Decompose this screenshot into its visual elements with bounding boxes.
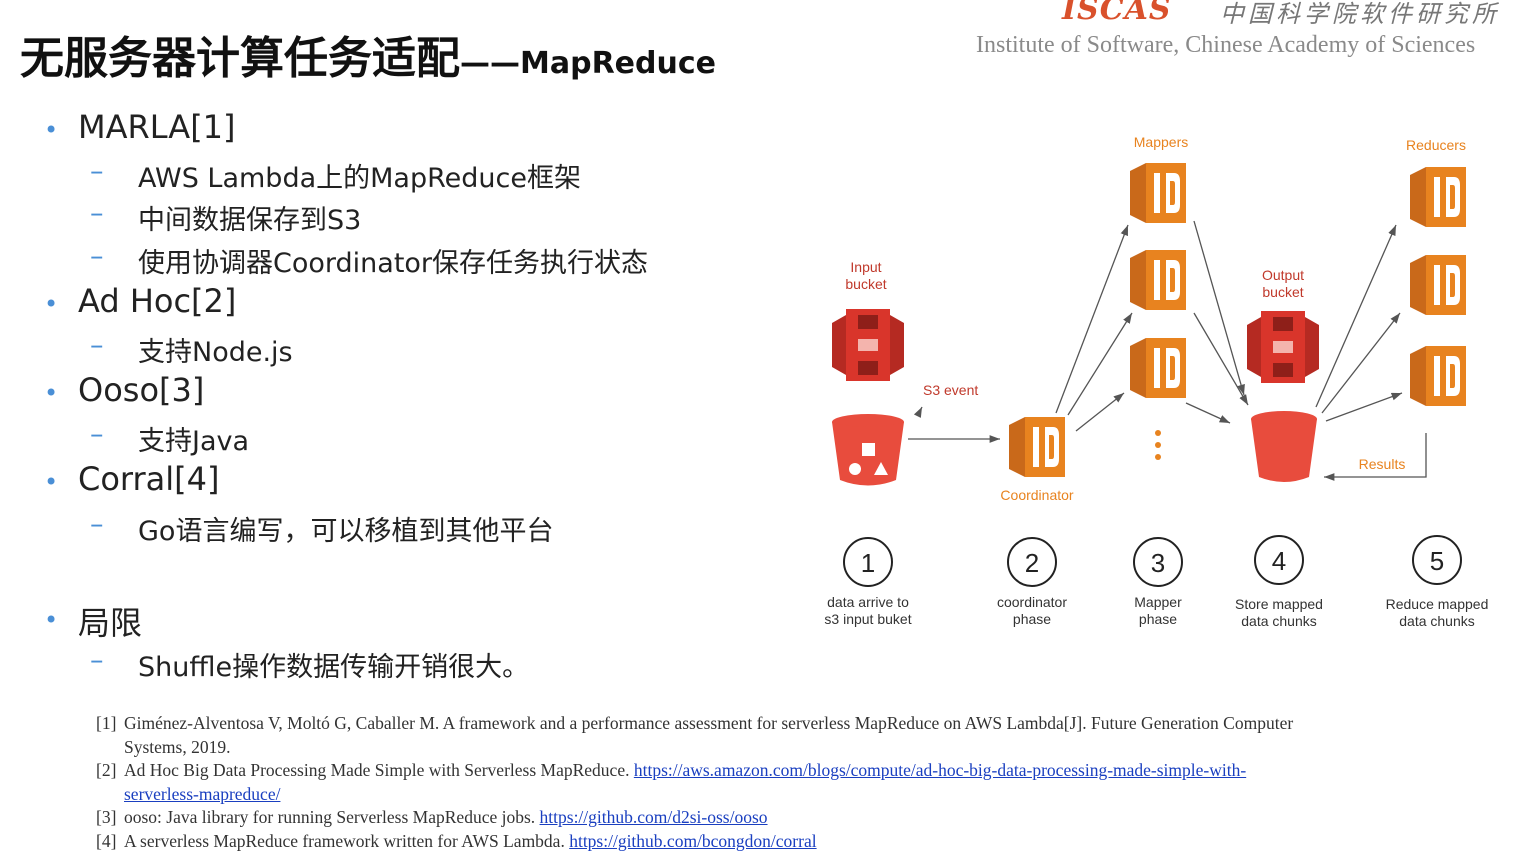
iscas-logo: ISCAS xyxy=(1062,0,1172,27)
input-bucket-label-2: bucket xyxy=(845,276,886,292)
step-number: 3 xyxy=(1151,548,1165,578)
output-bucket-label-2: bucket xyxy=(1262,284,1303,300)
ellipsis-dot xyxy=(1155,454,1161,460)
output-bucket-icon xyxy=(1251,411,1317,482)
reference-number: [4] xyxy=(96,830,116,853)
ellipsis-dot xyxy=(1155,430,1161,436)
mapper-lambda-icon xyxy=(1130,250,1186,310)
step-caption-1: Store mapped xyxy=(1235,596,1323,612)
bullet-text: 局限 xyxy=(78,598,142,644)
mappers-label: Mappers xyxy=(1134,134,1188,150)
sub-text: 支持Java xyxy=(138,419,249,458)
reference-4: [4] A serverless MapReduce framework wri… xyxy=(96,830,1296,853)
reference-link[interactable]: https://github.com/bcongdon/corral xyxy=(569,831,816,851)
step-caption-2: phase xyxy=(1013,611,1051,627)
sub-text: AWS Lambda上的MapReduce框架 xyxy=(138,156,581,195)
title-main: 无服务器计算任务适配 xyxy=(20,33,460,84)
results-label: Results xyxy=(1359,456,1406,472)
bullet-text: MARLA[1] xyxy=(78,108,236,146)
sub-text: Shuffle操作数据传输开销很大。 xyxy=(138,645,529,684)
mapreduce-diagram: Mappers Reducers Input bucket Output buc… xyxy=(810,125,1510,645)
step-5: 5 Reduce mapped data chunks xyxy=(1386,536,1489,629)
sub-dash: – xyxy=(90,645,104,676)
title-sub: ——MapReduce xyxy=(460,46,716,81)
step-caption-1: Reduce mapped xyxy=(1386,596,1489,612)
bullet-text: Corral[4] xyxy=(78,460,220,498)
reference-number: [2] xyxy=(96,759,116,783)
sub-dash: – xyxy=(90,241,104,272)
step-caption-2: data chunks xyxy=(1399,613,1475,629)
step-number: 2 xyxy=(1025,548,1039,578)
step-3: 3 Mapper phase xyxy=(1134,538,1182,627)
sub-dash: – xyxy=(90,419,104,450)
reducer-lambda-icon xyxy=(1410,167,1466,227)
reference-text: A serverless MapReduce framework written… xyxy=(124,831,569,851)
output-bucket-label-1: Output xyxy=(1262,267,1304,283)
step-caption-2: phase xyxy=(1139,611,1177,627)
step-caption-1: Mapper xyxy=(1134,594,1182,610)
sub-dash: – xyxy=(90,156,104,187)
coordinator-lambda-icon xyxy=(1009,417,1065,477)
reducer-lambda-icon xyxy=(1410,346,1466,406)
mapper-lambda-icon xyxy=(1130,163,1186,223)
sub-text: 支持Node.js xyxy=(138,330,293,369)
reference-2: [2] Ad Hoc Big Data Processing Made Simp… xyxy=(96,759,1296,806)
sub-dash: – xyxy=(90,330,104,361)
step-number: 1 xyxy=(861,548,875,578)
sub-text: Go语言编写，可以移植到其他平台 xyxy=(138,509,553,548)
reference-1: [1] Giménez-Alventosa V, Moltó G, Caball… xyxy=(96,712,1296,759)
step-number: 4 xyxy=(1272,546,1286,576)
step-caption-2: data chunks xyxy=(1241,613,1317,629)
reference-text: ooso: Java library for running Serverles… xyxy=(124,807,540,827)
bullet-text: Ooso[3] xyxy=(78,371,204,409)
step-caption-1: coordinator xyxy=(997,594,1067,610)
step-2: 2 coordinator phase xyxy=(997,538,1067,627)
input-bucket-icon xyxy=(832,414,904,486)
reference-text: Giménez-Alventosa V, Moltó G, Caballer M… xyxy=(124,713,1293,757)
page-title: 无服务器计算任务适配——MapReduce xyxy=(20,22,716,86)
step-number: 5 xyxy=(1430,546,1444,576)
bullet-text: Ad Hoc[2] xyxy=(78,282,236,320)
step-1: 1 data arrive to s3 input buket xyxy=(824,538,911,627)
bullet-dot: • xyxy=(44,606,58,634)
reducers-label: Reducers xyxy=(1406,137,1466,153)
bullet-dot: • xyxy=(44,379,58,407)
bullet-dot: • xyxy=(44,290,58,318)
logo-chinese-name: 中国科学院软件研究所 xyxy=(1220,0,1500,29)
input-bucket-label-1: Input xyxy=(850,259,881,275)
reference-3: [3] ooso: Java library for running Serve… xyxy=(96,806,1296,830)
step-caption-1: data arrive to xyxy=(827,594,909,610)
sub-dash: – xyxy=(90,198,104,229)
s3-output-icon xyxy=(1247,311,1319,383)
bullet-dot: • xyxy=(44,468,58,496)
reference-number: [1] xyxy=(96,712,116,736)
institute-name: Institute of Software, Chinese Academy o… xyxy=(976,32,1475,59)
reference-number: [3] xyxy=(96,806,116,830)
reference-link[interactable]: https://github.com/d2si-oss/ooso xyxy=(540,807,768,827)
sub-text: 使用协调器Coordinator保存任务执行状态 xyxy=(138,241,648,280)
reducer-lambda-icon xyxy=(1410,255,1466,315)
references: [1] Giménez-Alventosa V, Moltó G, Caball… xyxy=(96,712,1296,853)
bullet-dot: • xyxy=(44,116,58,144)
sub-dash: – xyxy=(90,509,104,540)
s3-event-label: S3 event xyxy=(923,382,978,398)
step-4: 4 Store mapped data chunks xyxy=(1235,536,1323,629)
mapper-lambda-icon xyxy=(1130,338,1186,398)
s3-input-icon xyxy=(832,309,904,381)
ellipsis-dot xyxy=(1155,442,1161,448)
step-caption-2: s3 input buket xyxy=(824,611,911,627)
coordinator-label: Coordinator xyxy=(1000,487,1073,503)
sub-text: 中间数据保存到S3 xyxy=(138,198,361,237)
reference-text: Ad Hoc Big Data Processing Made Simple w… xyxy=(124,760,634,780)
